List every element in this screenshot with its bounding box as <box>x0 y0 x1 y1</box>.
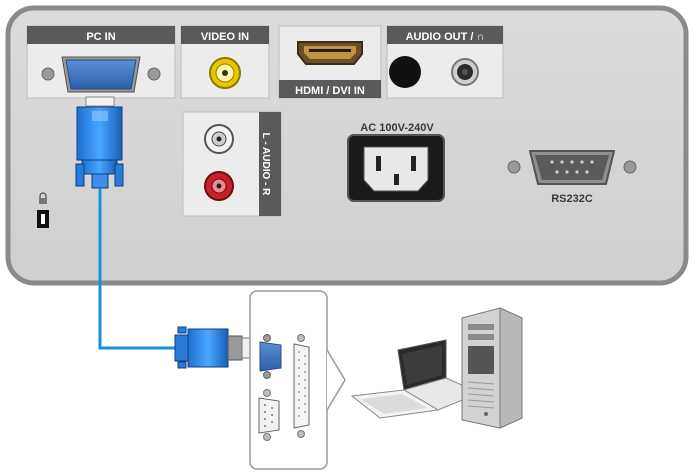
audio-out-label: AUDIO OUT / ∩ <box>406 31 485 43</box>
audio-in-lr-label: L - AUDIO - R <box>260 133 271 197</box>
rs232c-port <box>507 150 637 185</box>
rs232c-section: RS232C <box>507 150 637 205</box>
computer-port-panel <box>249 290 328 470</box>
audio-in-white-jack <box>204 124 234 154</box>
desktop-pc-icon <box>461 307 523 429</box>
laptop-icon <box>350 339 482 419</box>
pc-in-label: PC IN <box>86 31 115 43</box>
headphone-icon <box>451 58 479 86</box>
audio-out-black-jack <box>389 56 421 88</box>
computer-serial-port-icon <box>258 389 280 441</box>
audio-out-section: AUDIO OUT / ∩ <box>386 25 504 99</box>
audio-in-section: L - AUDIO - R <box>182 111 282 217</box>
vga-cable-line <box>98 188 178 350</box>
computer-parallel-port-icon <box>293 334 310 438</box>
callout-arrow <box>326 349 346 411</box>
ac-power-label: AC 100V-240V <box>360 122 434 134</box>
hdmi-dvi-in-label: HDMI / DVI IN <box>295 85 365 97</box>
hdmi-port-icon <box>297 41 363 65</box>
video-rca-jack <box>209 57 241 89</box>
vga-cable-plug-computer <box>174 326 252 369</box>
hdmi-section: HDMI / DVI IN <box>278 25 382 99</box>
ac-power-socket <box>347 134 445 202</box>
computer-vga-port-icon <box>259 334 282 379</box>
kensington-lock-icon <box>37 192 49 228</box>
vga-cable-plug-projector <box>75 96 124 189</box>
pc-in-section: PC IN <box>26 25 176 99</box>
rs232c-label: RS232C <box>551 193 593 205</box>
video-in-label: VIDEO IN <box>201 31 249 43</box>
audio-in-red-jack <box>204 171 234 201</box>
vga-port-icon <box>41 56 161 93</box>
video-in-section: VIDEO IN <box>180 25 270 99</box>
ac-power-section: AC 100V-240V <box>347 122 445 202</box>
